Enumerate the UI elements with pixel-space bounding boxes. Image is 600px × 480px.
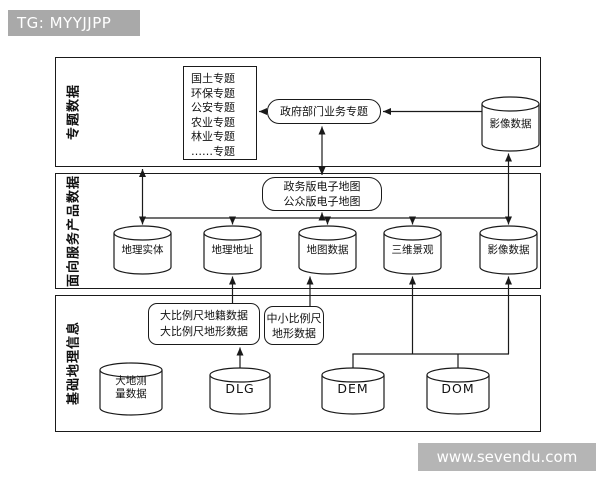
- watermark-label: www.sevendu.com: [418, 443, 596, 471]
- topic-item: 公安专题: [191, 101, 235, 114]
- cylinder-dom: [426, 367, 490, 415]
- topic-item: ……专题: [191, 144, 235, 158]
- cylinder-geo-entity: [113, 225, 172, 275]
- cylinder-3d-landscape: [383, 225, 442, 275]
- geodetic-data-label: 大地测 量数据: [100, 375, 162, 401]
- section-service-products: [55, 173, 541, 289]
- corner-tag-label: TG: MYYJJPP: [8, 10, 140, 36]
- mid-scale-line1: 中小比例尺: [266, 311, 322, 325]
- section-base-geo-info: [55, 295, 541, 432]
- image-data-thematic-label: 影像数据: [489, 118, 532, 130]
- large-scale-line2: 大比例尺地形数据: [160, 325, 248, 338]
- topic-item: 环保专题: [191, 86, 235, 100]
- gov-business-label: 政府部门业务专题: [280, 105, 368, 118]
- dem-label: DEM: [337, 381, 369, 396]
- dlg-label: DLG: [225, 381, 255, 396]
- section-thematic-data: [55, 57, 541, 167]
- mid-scale-box: 中小比例尺 地形数据: [264, 306, 324, 345]
- cylinder-map-data: [298, 225, 357, 275]
- gov-business-box: 政府部门业务专题: [267, 99, 381, 124]
- large-scale-box: 大比例尺地籍数据 大比例尺地形数据: [148, 303, 260, 345]
- cylinders: [99, 96, 540, 416]
- emap-line1: 政务版电子地图: [283, 180, 361, 193]
- cylinder-dlg: [209, 367, 271, 415]
- dom-label: DOM: [441, 381, 475, 396]
- arrow-lines: [139, 108, 512, 368]
- cylinder-image-data-service: [479, 225, 538, 275]
- cylinder-geodetic-data: [99, 362, 163, 416]
- image-data-service-label: 影像数据: [487, 244, 530, 256]
- emap-box: 政务版电子地图 公众版电子地图: [262, 177, 382, 211]
- mid-scale-line2: 地形数据: [272, 326, 316, 340]
- 3d-landscape-label: 三维景观: [391, 244, 434, 256]
- cylinder-geo-address: [203, 225, 262, 275]
- topic-list-box: 国土专题 环保专题 公安专题 农业专题 林业专题 ……专题: [183, 66, 257, 160]
- large-scale-line1: 大比例尺地籍数据: [160, 309, 248, 322]
- geodetic-line1: 大地测: [115, 375, 147, 387]
- topic-item: 国土专题: [191, 72, 235, 85]
- topic-item: 农业专题: [191, 115, 235, 129]
- topic-item: 林业专题: [191, 130, 235, 143]
- cylinder-image-data-thematic: [481, 96, 540, 152]
- cylinder-dem: [321, 367, 385, 415]
- geo-entity-label: 地理实体: [121, 244, 164, 256]
- geo-address-label: 地理地址: [211, 244, 254, 256]
- emap-line2: 公众版电子地图: [283, 195, 361, 208]
- map-data-label: 地图数据: [306, 244, 349, 256]
- geodetic-line2: 量数据: [115, 388, 147, 400]
